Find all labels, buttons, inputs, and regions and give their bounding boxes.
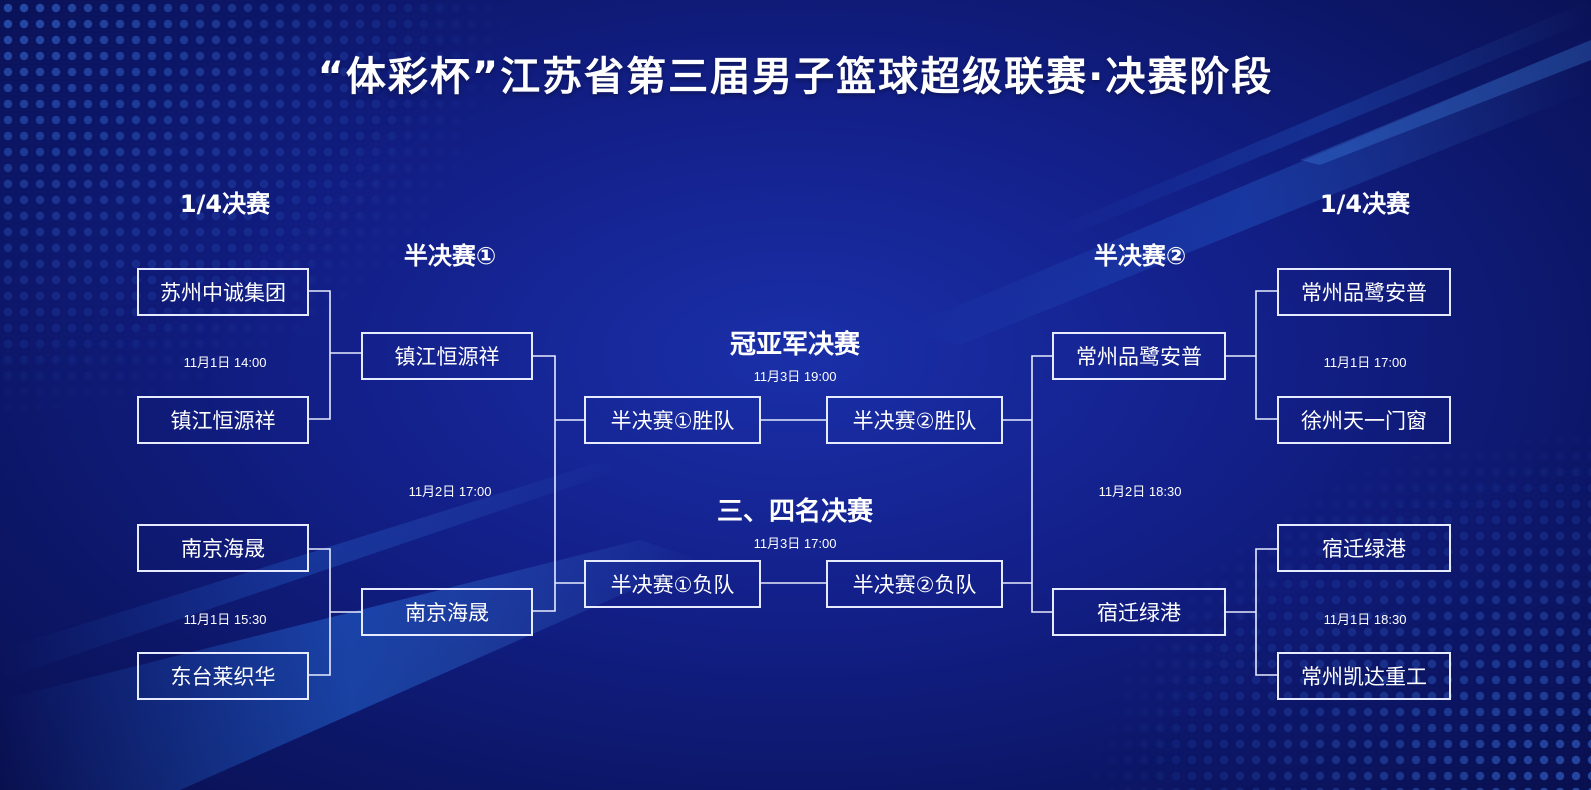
third-place-time: 11月3日 17:00 xyxy=(753,536,837,551)
left-quarterfinal-heading: 1/4决赛 xyxy=(179,190,271,218)
team-box-left-qf-3: 南京海晟 xyxy=(137,524,309,572)
third-place-heading: 三、四名决赛 xyxy=(716,497,873,527)
team-box-right-semi-2: 宿迁绿港 xyxy=(1052,588,1226,636)
left-qf2-time: 11月1日 15:30 xyxy=(183,612,267,627)
third-place-right-box: 半决赛②负队 xyxy=(826,560,1003,608)
team-box-left-semi-1: 镇江恒源祥 xyxy=(361,332,533,380)
final-time: 11月3日 19:00 xyxy=(753,369,837,384)
left-semi-time: 11月2日 17:00 xyxy=(408,484,492,499)
team-box-right-qf-1: 常州品鹭安普 xyxy=(1277,268,1451,316)
final-left-box: 半决赛①胜队 xyxy=(584,396,761,444)
left-qf1-time: 11月1日 14:00 xyxy=(183,355,267,370)
left-semifinal-heading: 半决赛① xyxy=(403,242,497,270)
page-title: “体彩杯”江苏省第三届男子篮球超级联赛·决赛阶段 xyxy=(317,54,1274,100)
team-box-right-semi-1: 常州品鹭安普 xyxy=(1052,332,1226,380)
team-box-right-qf-3: 宿迁绿港 xyxy=(1277,524,1451,572)
final-right-box: 半决赛②胜队 xyxy=(826,396,1003,444)
team-box-left-qf-4: 东台莱织华 xyxy=(137,652,309,700)
final-heading: 冠亚军决赛 xyxy=(729,330,860,360)
team-box-left-qf-1: 苏州中诚集团 xyxy=(137,268,309,316)
right-quarterfinal-heading: 1/4决赛 xyxy=(1319,190,1411,218)
team-box-right-qf-4: 常州凯达重工 xyxy=(1277,652,1451,700)
third-place-left-box: 半决赛①负队 xyxy=(584,560,761,608)
right-qf1-time: 11月1日 17:00 xyxy=(1323,355,1407,370)
team-box-left-semi-2: 南京海晟 xyxy=(361,588,533,636)
team-box-right-qf-2: 徐州天一门窗 xyxy=(1277,396,1451,444)
team-box-left-qf-2: 镇江恒源祥 xyxy=(137,396,309,444)
right-semi-time: 11月2日 18:30 xyxy=(1098,484,1182,499)
right-semifinal-heading: 半决赛② xyxy=(1093,242,1187,270)
right-qf2-time: 11月1日 18:30 xyxy=(1323,612,1407,627)
